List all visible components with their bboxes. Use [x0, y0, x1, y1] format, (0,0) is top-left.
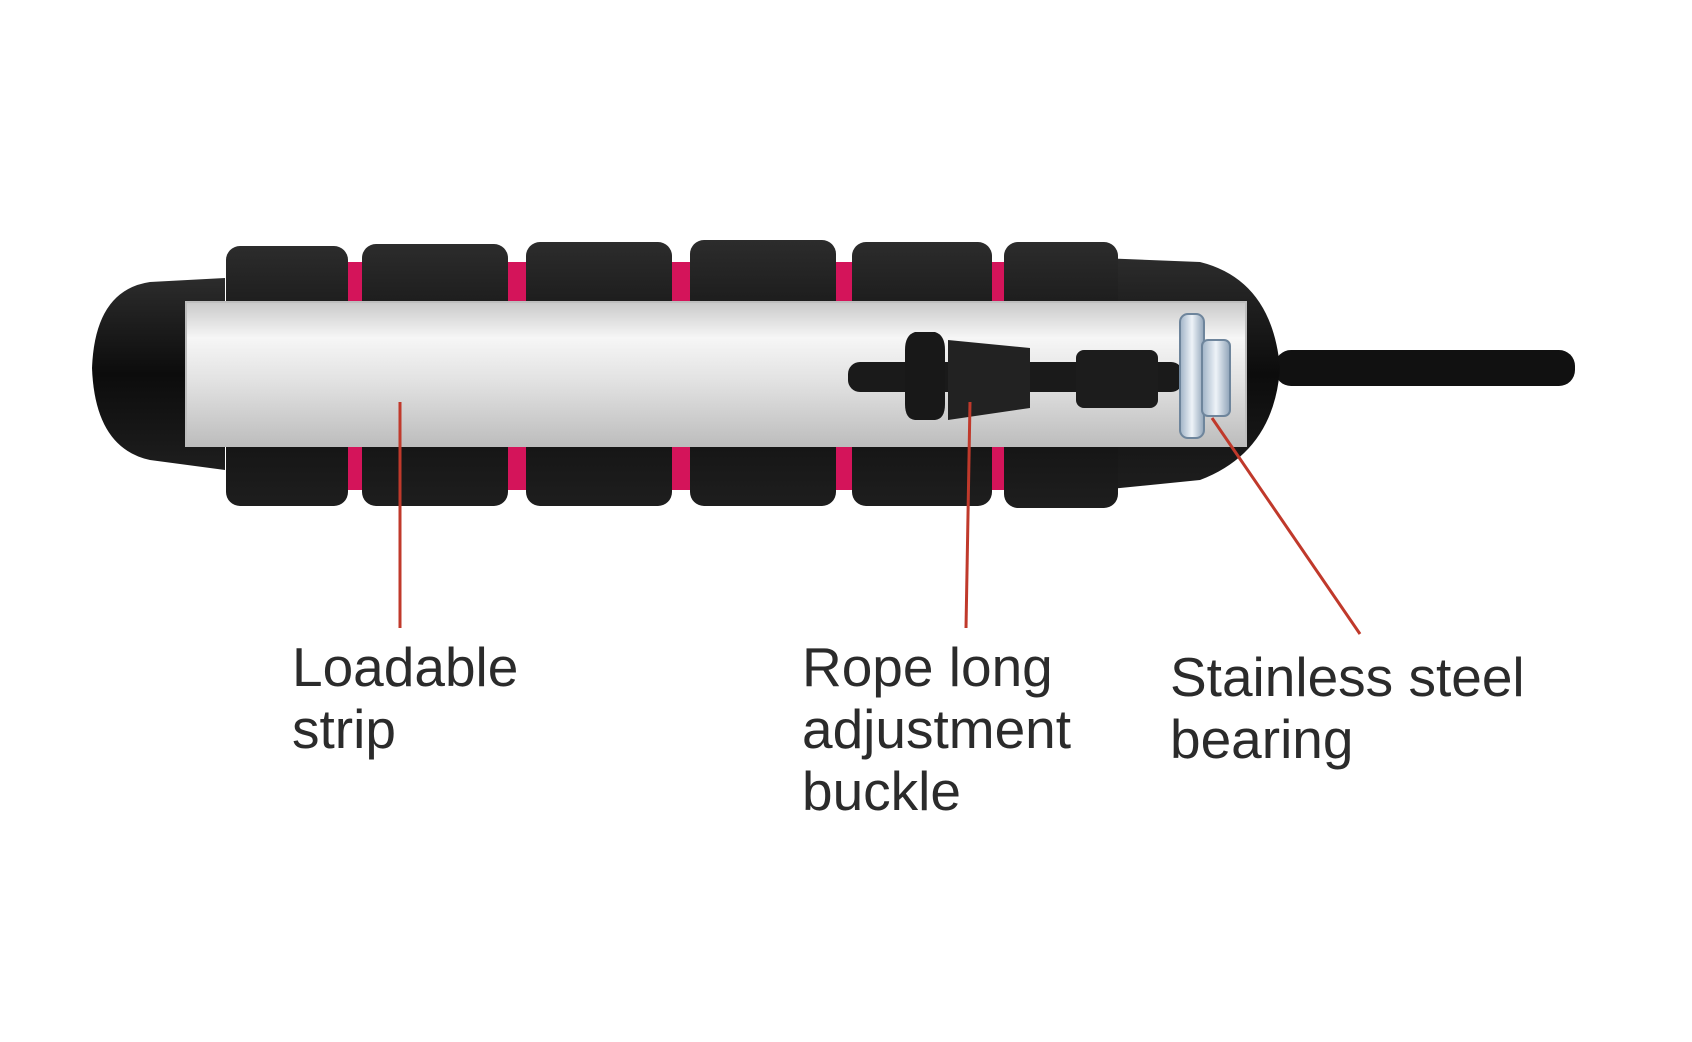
label-line: Loadable: [292, 636, 519, 698]
label-line: Stainless steel: [1170, 646, 1525, 708]
leader-line-adjustment-buckle: [964, 401, 972, 629]
bearing-washer: [1179, 313, 1205, 439]
label-line: strip: [292, 698, 396, 760]
label-line: adjustment: [802, 698, 1072, 760]
adjustment-buckle-cone: [948, 340, 1030, 420]
label-line: bearing: [1170, 708, 1354, 770]
label-line: buckle: [802, 760, 961, 822]
label-loadable-strip: Loadable strip: [292, 636, 518, 760]
rope-cord: [1275, 350, 1575, 386]
adjustment-buckle-sleeve: [1076, 350, 1158, 408]
label-line: Rope long: [802, 636, 1053, 698]
label-adjustment-buckle: Rope long adjustment buckle: [802, 636, 1071, 822]
bearing-nut: [1201, 339, 1231, 417]
leader-line-bearing: [1210, 417, 1362, 635]
label-stainless-steel-bearing: Stainless steel bearing: [1170, 646, 1525, 770]
adjustment-buckle-part: [905, 332, 945, 420]
